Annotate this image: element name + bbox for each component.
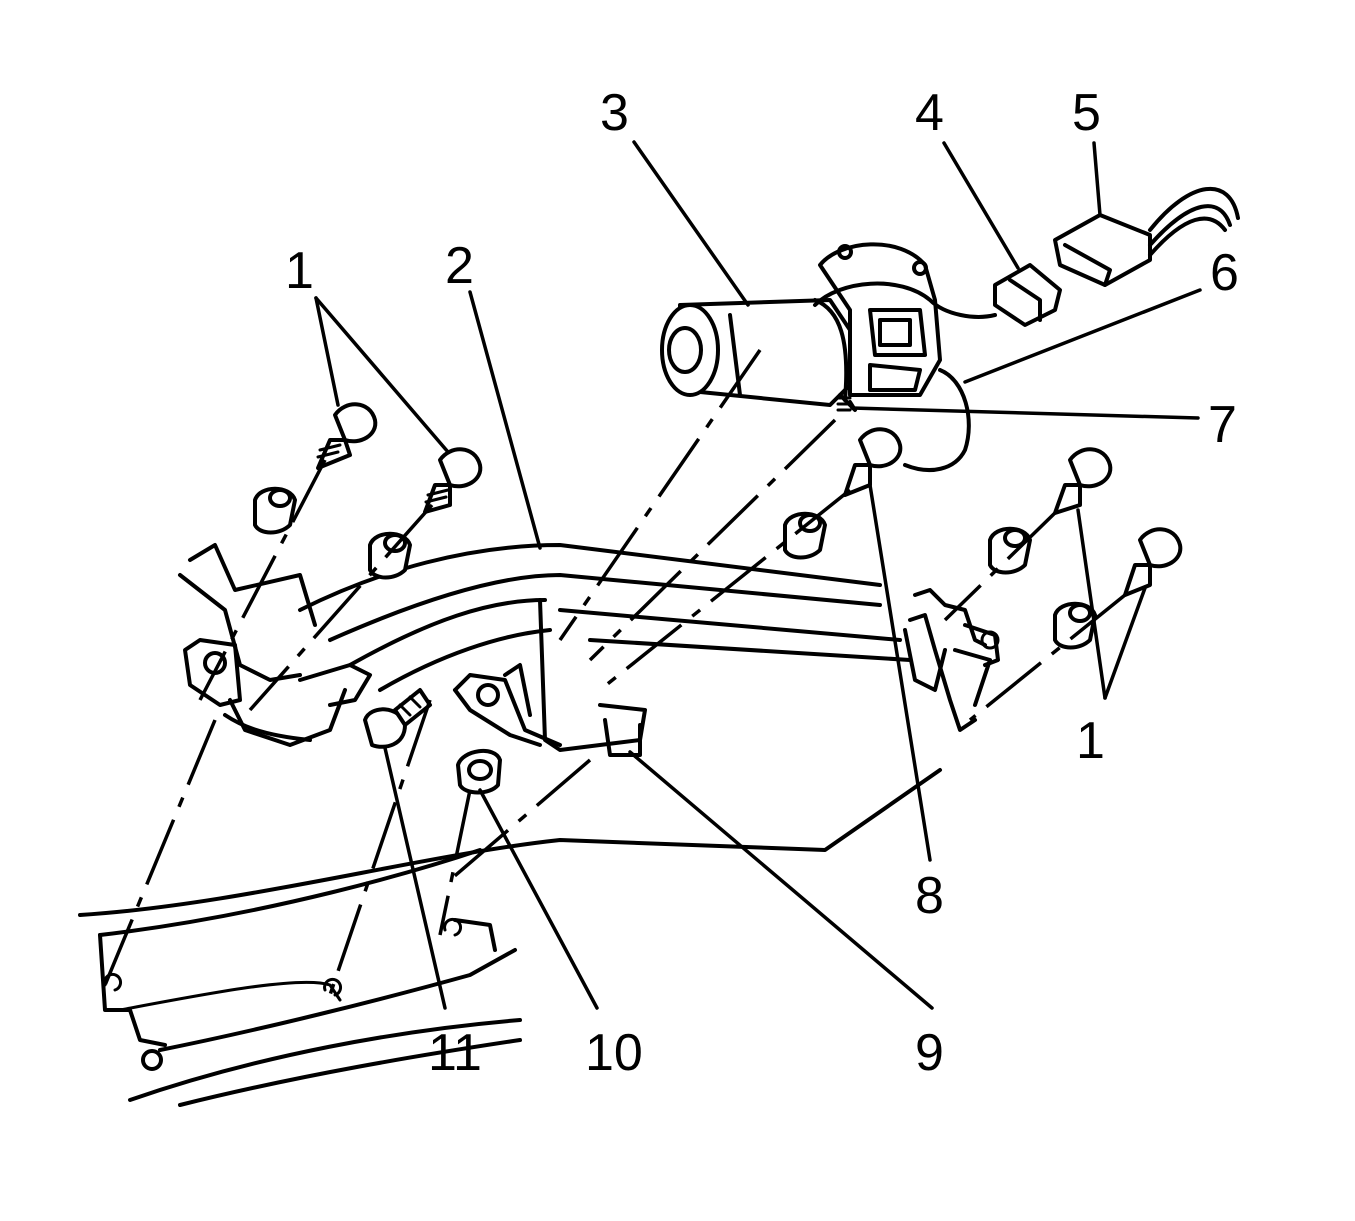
bolt-upper-left-b (423, 447, 483, 514)
callout-labels: 1 2 3 4 5 6 7 1 8 9 10 11 (285, 84, 1239, 1082)
bushing-upper-left-a (253, 486, 297, 535)
bushing-upper-left-b (368, 531, 412, 580)
leader-lines (314, 140, 1202, 1010)
callout-1-upper-left: 1 (285, 242, 314, 300)
bolt-upper-left-a (316, 402, 378, 470)
wiper-transmission-linkage (178, 543, 1000, 757)
bolt-right-a (1053, 447, 1113, 515)
motor-harness-connectors (813, 186, 1240, 472)
cowl-panel (78, 768, 942, 1107)
bushing-right-b (1053, 601, 1097, 650)
callout-8: 8 (915, 867, 944, 925)
callout-9: 9 (915, 1024, 944, 1082)
bushing-right-a (988, 526, 1032, 575)
callout-2: 2 (445, 237, 474, 295)
bolt-11 (363, 688, 432, 749)
callout-6: 6 (1210, 244, 1239, 302)
callout-11: 11 (428, 1024, 482, 1082)
callout-1-lower-right: 1 (1076, 712, 1105, 770)
installation-axes (103, 349, 1127, 996)
callout-10: 10 (585, 1024, 643, 1082)
callout-4: 4 (915, 84, 944, 142)
bolt-8 (843, 427, 903, 497)
bushing-8 (783, 511, 827, 560)
callout-5: 5 (1072, 84, 1101, 142)
wiper-motor (660, 242, 942, 412)
bolt-right-b (1123, 527, 1183, 597)
nut-10 (456, 748, 502, 795)
callout-3: 3 (600, 84, 629, 142)
fasteners (253, 402, 1183, 795)
callout-7: 7 (1208, 396, 1237, 454)
